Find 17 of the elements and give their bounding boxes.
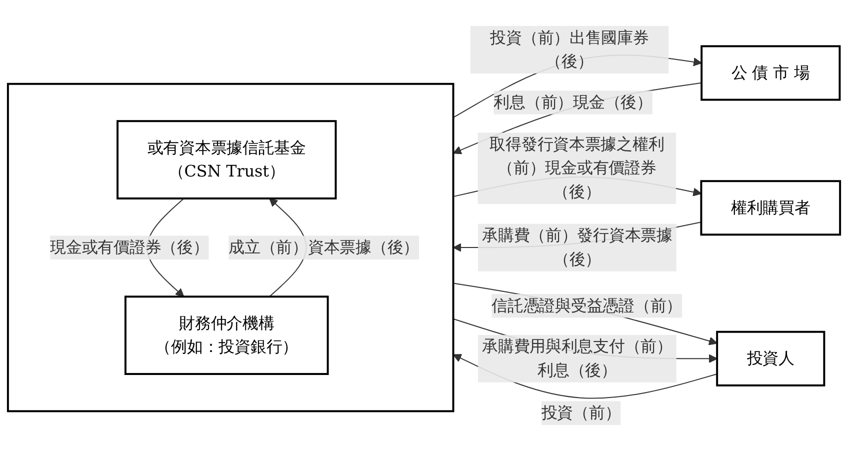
edge-label: 承購費（前）發行資本票據（後） [482,225,672,268]
node-box: 或有資本票據信託基金 （CSN Trust） [116,120,337,199]
node-box: 公 債 市 場 [700,44,841,100]
cluster [6,82,454,412]
edge-label: 利息（前）現金（後） [494,92,652,111]
node-box: 財務仲介機構 （例如：投資銀行） [124,295,329,375]
edge-label: 取得發行資本票據之權利（前）現金或有價證券（後） [490,134,664,201]
edge-label: 承購費用與利息支付（前）利息（後） [482,336,672,379]
edge-label: 投資（前）出售國庫券（後） [490,27,649,70]
node-box: 權利購買者 [700,180,842,236]
edge-label: 投資（前） [541,402,621,422]
node-box: 投資人 [716,330,826,386]
edge-label: 信託憑證與受益憑證（前） [492,295,682,314]
arrow [452,82,702,154]
edge-label: 現金或有價證券（後） [50,237,209,256]
edge-label: 成立（前）資本票據（後） [228,237,420,256]
arrow [452,282,718,345]
